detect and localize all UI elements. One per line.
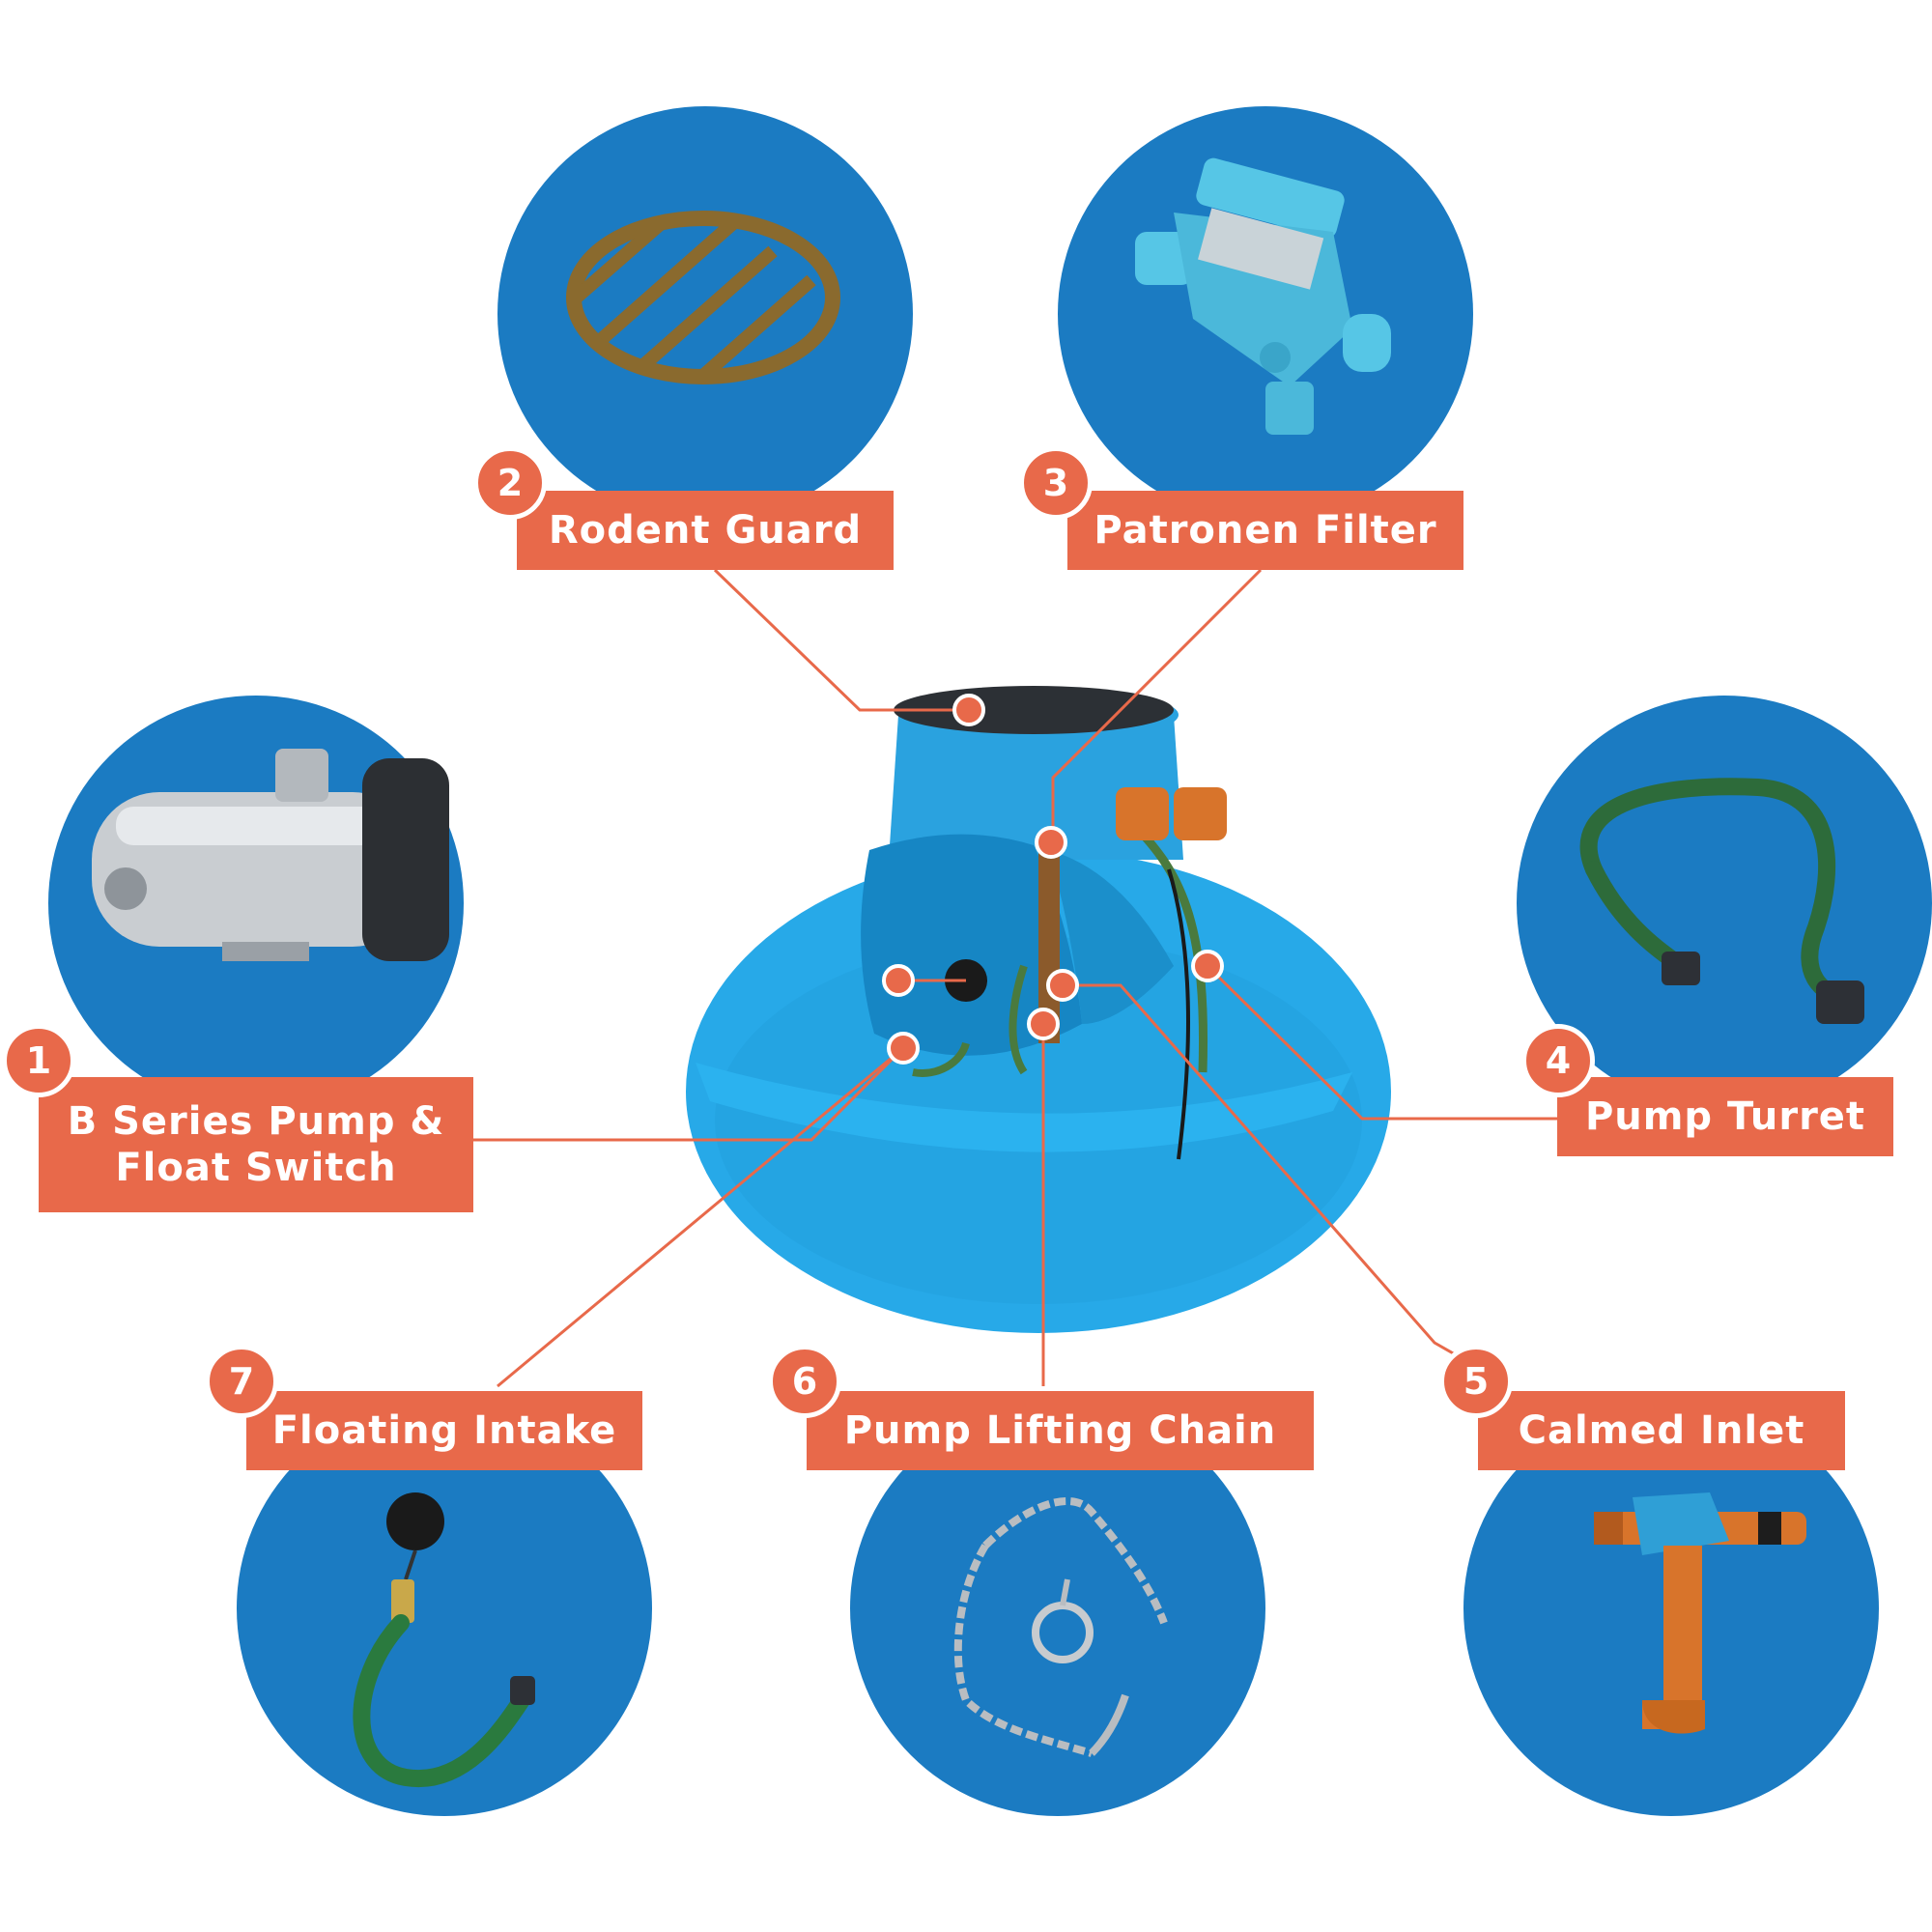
label-rodent-guard: Rodent Guard xyxy=(517,491,894,570)
calmed-inlet-pipe-icon xyxy=(1594,1492,1806,1734)
floating-intake-icon xyxy=(353,1492,535,1788)
stainless-pump-icon xyxy=(92,749,449,961)
coiled-hose-icon xyxy=(1579,778,1864,1024)
leader-line-2 xyxy=(713,568,971,712)
badge-5: 5 xyxy=(1439,1345,1513,1418)
leader-line-4 xyxy=(1206,964,1560,1121)
badge-4: 4 xyxy=(1521,1024,1595,1097)
circle-floating-intake xyxy=(237,1401,652,1816)
leader-line-1 xyxy=(473,1046,905,1142)
rodent-guard-grate-icon xyxy=(566,211,840,384)
badge-7: 7 xyxy=(205,1345,278,1418)
callout-dot-4 xyxy=(1191,950,1224,982)
callout-dot-2 xyxy=(952,694,985,726)
callout-dot-6 xyxy=(1027,1008,1060,1040)
label-b-series-pump: B Series Pump & Float Switch xyxy=(39,1077,473,1212)
label-pump-lifting-chain: Pump Lifting Chain xyxy=(807,1391,1314,1470)
callout-dot-3 xyxy=(1035,826,1067,859)
label-floating-intake: Floating Intake xyxy=(246,1391,642,1470)
pipe-filter-icon xyxy=(1135,157,1391,435)
badge-2: 2 xyxy=(473,446,547,520)
lifting-chain-icon xyxy=(953,1497,1168,1757)
badge-3: 3 xyxy=(1019,446,1093,520)
badge-1: 1 xyxy=(2,1024,75,1097)
badge-6: 6 xyxy=(768,1345,841,1418)
callout-dot-pump xyxy=(882,964,915,997)
label-pump-turret: Pump Turret xyxy=(1557,1077,1893,1156)
callout-dot-5 xyxy=(1046,969,1079,1002)
leader-line-3 xyxy=(1051,568,1263,842)
label-calmed-inlet: Calmed Inlet xyxy=(1478,1391,1845,1470)
leader-line-7 xyxy=(497,1046,904,1388)
label-patronen-filter: Patronen Filter xyxy=(1067,491,1463,570)
callout-dots xyxy=(882,694,1224,1065)
callout-dot-1 xyxy=(887,1032,920,1065)
